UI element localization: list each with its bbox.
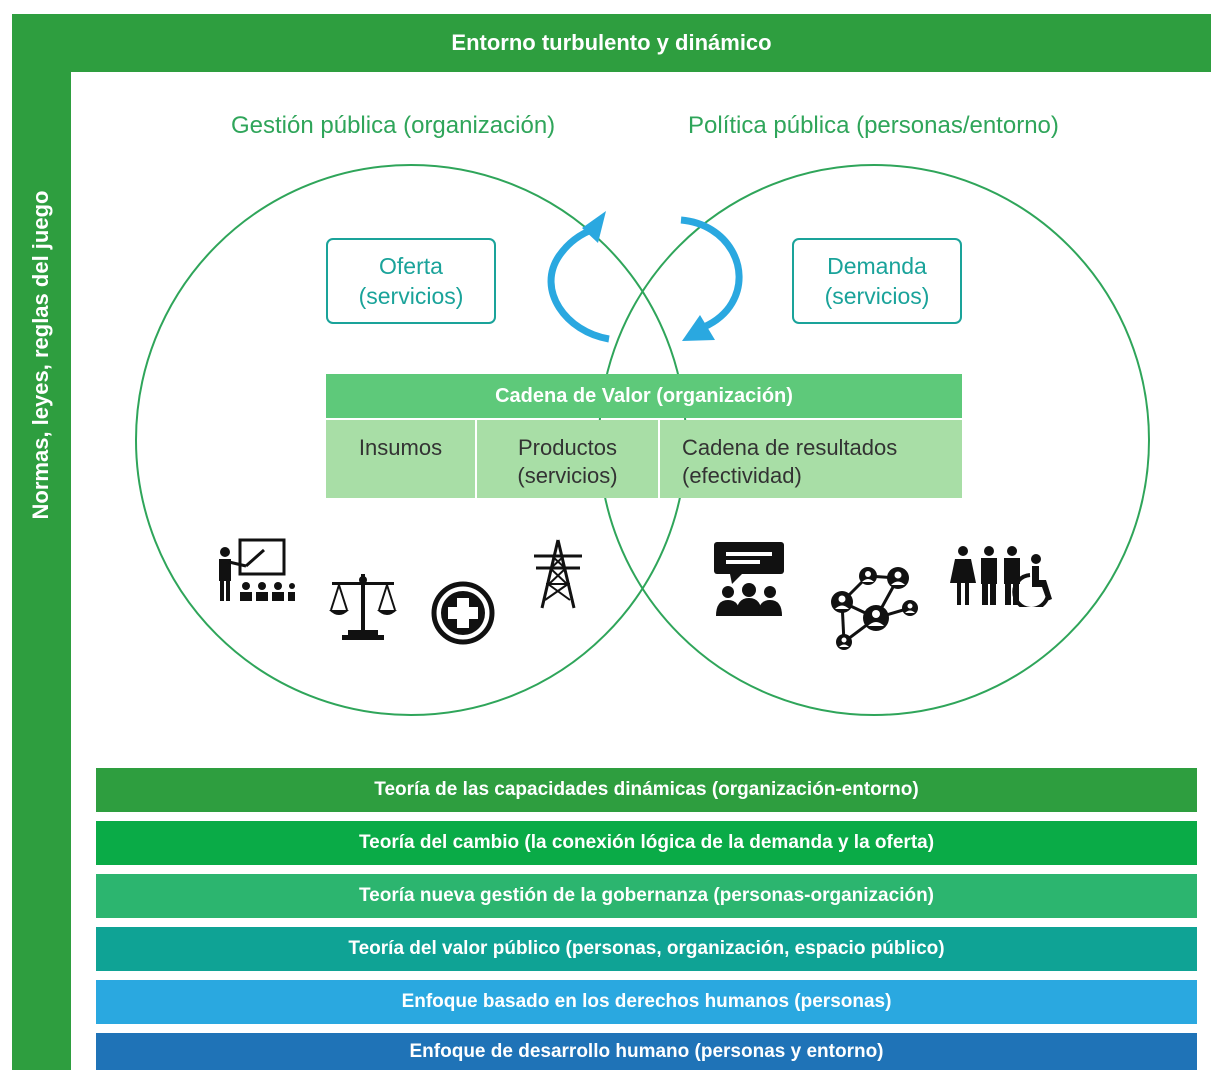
demand-box: Demanda (servicios) bbox=[792, 238, 962, 324]
inputs-cell: Insumos bbox=[326, 420, 475, 498]
rules-label: Normas, leyes, reglas del juego bbox=[28, 190, 53, 520]
theory-label: Teoría nueva gestión de la gobernanza (p… bbox=[358, 885, 935, 906]
value-chain-header: Cadena de Valor (organización) bbox=[326, 374, 962, 418]
theory-bar-theory-of-change: Teoría del cambio (la conexión lógica de… bbox=[96, 821, 1197, 865]
scales-of-justice-icon bbox=[329, 574, 397, 640]
products-sublabel: (servicios) bbox=[517, 463, 618, 488]
supply-sublabel: (servicios) bbox=[358, 283, 464, 309]
products-cell: Productos (servicios) bbox=[477, 420, 658, 498]
theory-bar-human-development: Enfoque de desarrollo humano (personas y… bbox=[96, 1033, 1197, 1070]
demand-sublabel: (servicios) bbox=[824, 283, 930, 309]
theory-bar-public-value: Teoría del valor público (personas, orga… bbox=[96, 927, 1197, 971]
theory-label: Teoría de las capacidades dinámicas (org… bbox=[374, 779, 919, 800]
results-label: Cadena de resultados bbox=[682, 435, 898, 460]
cycle-arrow-right bbox=[680, 216, 743, 331]
demand-label: Demanda bbox=[827, 253, 927, 279]
cycle-arrow-left bbox=[547, 225, 610, 343]
teacher-presentation-icon bbox=[219, 538, 295, 601]
public-policy-title: Política pública (personas/entorno) bbox=[688, 112, 1059, 139]
theory-label: Teoría del valor público (personas, orga… bbox=[348, 938, 945, 959]
cycle-arrows bbox=[547, 211, 743, 343]
products-label: Productos bbox=[517, 435, 618, 460]
theory-label: Enfoque basado en los derechos humanos (… bbox=[401, 991, 892, 1012]
inputs-label: Insumos bbox=[358, 435, 443, 460]
social-network-icon bbox=[831, 567, 918, 650]
rules-sidebar bbox=[12, 72, 71, 1070]
power-tower-icon bbox=[534, 539, 582, 609]
cycle-arrowhead-left bbox=[582, 211, 606, 243]
theory-bar-human-rights: Enfoque basado en los derechos humanos (… bbox=[96, 980, 1197, 1024]
public-management-title: Gestión pública (organización) bbox=[231, 112, 556, 139]
theory-bar-governance: Teoría nueva gestión de la gobernanza (p… bbox=[96, 874, 1197, 918]
medical-cross-icon bbox=[431, 581, 495, 645]
results-sublabel: (efectividad) bbox=[682, 463, 802, 488]
supply-box: Oferta (servicios) bbox=[326, 238, 496, 324]
supply-label: Oferta bbox=[379, 253, 443, 279]
cycle-arrowhead-right bbox=[682, 315, 715, 341]
environment-header: Entorno turbulento y dinámico bbox=[12, 14, 1211, 72]
results-cell: Cadena de resultados (efectividad) bbox=[660, 420, 962, 498]
theory-bar-dynamic-capabilities: Teoría de las capacidades dinámicas (org… bbox=[96, 768, 1197, 812]
diverse-people-accessibility-icon bbox=[950, 546, 1052, 607]
theory-label: Enfoque de desarrollo humano (personas y… bbox=[409, 1040, 884, 1062]
community-discussion-icon bbox=[714, 542, 784, 616]
value-chain-title: Cadena de Valor (organización) bbox=[495, 384, 793, 407]
environment-title: Entorno turbulento y dinámico bbox=[451, 30, 772, 55]
theory-label: Teoría del cambio (la conexión lógica de… bbox=[358, 832, 935, 853]
